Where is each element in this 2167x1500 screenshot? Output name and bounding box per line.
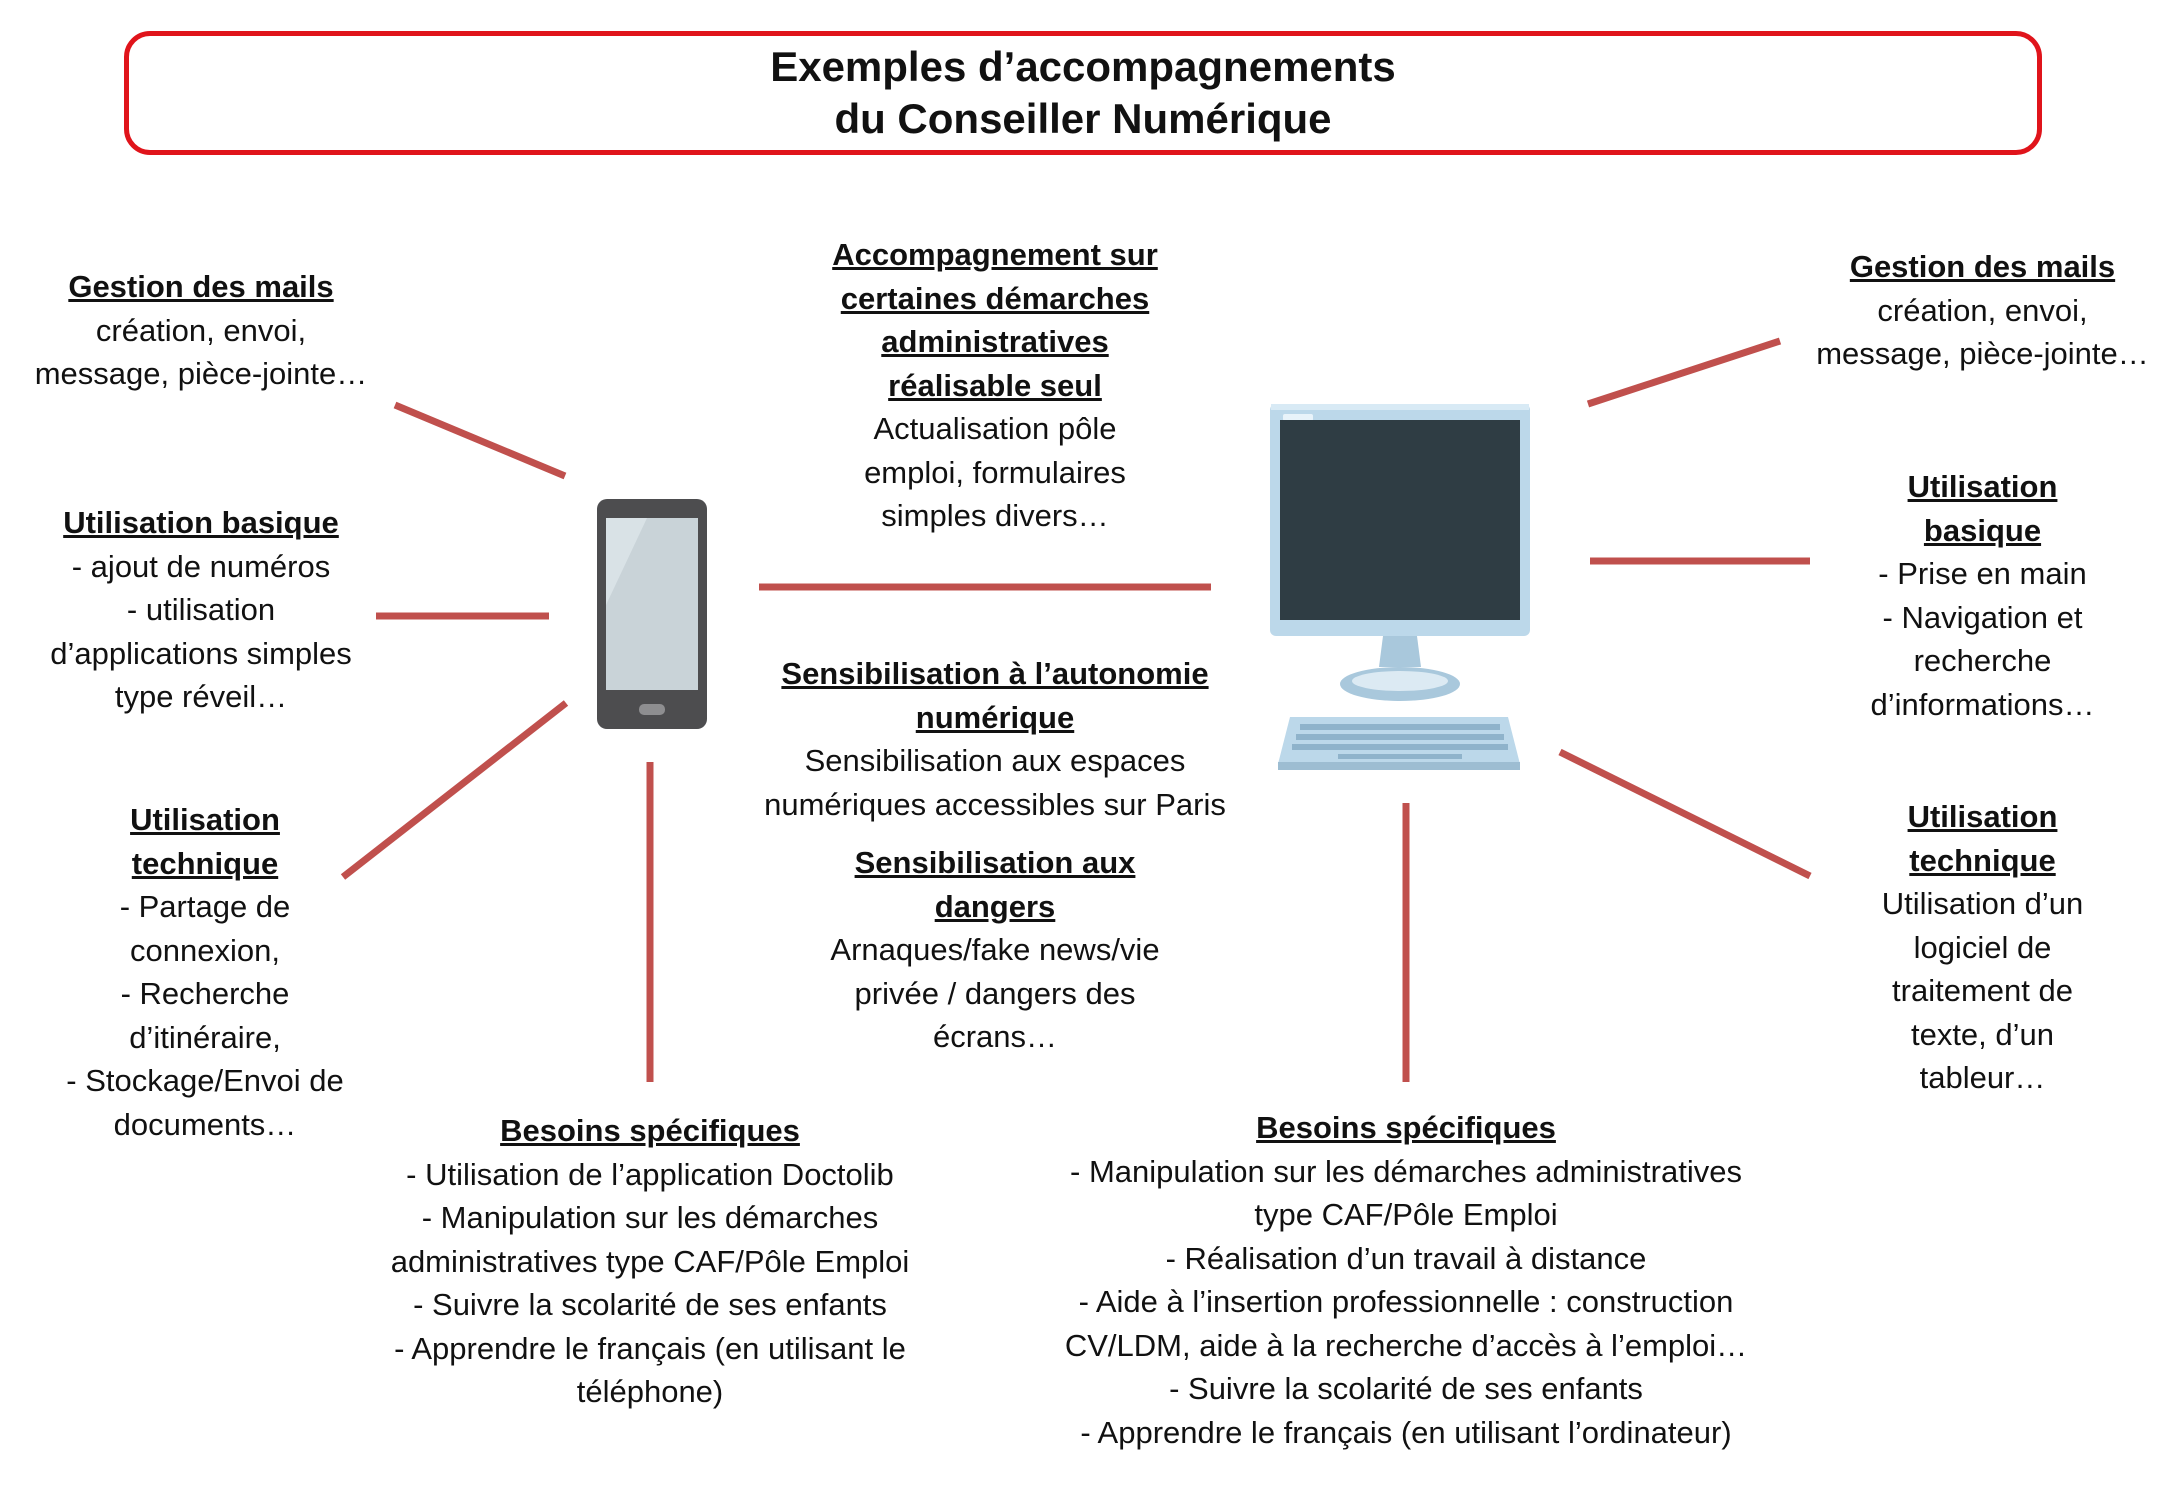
center-dangers-line: privée / dangers des (854, 975, 1136, 1011)
left-basique-block: Utilisation basique - ajout de numéros -… (20, 501, 382, 719)
right-besoins-line: - Manipulation sur les démarches adminis… (1070, 1153, 1742, 1189)
center-dangers-heading: Sensibilisation aux (854, 845, 1136, 880)
center-demarches-heading: réalisable seul (888, 367, 1102, 403)
right-besoins-heading: Besoins spécifiques (1256, 1110, 1556, 1145)
center-dangers-heading: dangers (934, 888, 1056, 924)
center-autonomie-block: Sensibilisation à l’autonomie numérique … (730, 652, 1260, 826)
left-besoins-heading: Besoins spécifiques (500, 1113, 800, 1148)
right-technique-heading: technique (1909, 842, 2056, 878)
right-basique-line: recherche (1913, 643, 2052, 678)
left-basique-line: - utilisation (126, 592, 276, 627)
right-besoins-line: - Réalisation d’un travail à distance (1165, 1240, 1647, 1276)
left-besoins-line: - Apprendre le français (en utilisant le (394, 1330, 906, 1366)
left-technique-heading: technique (131, 845, 279, 881)
left-technique-line: - Partage de (119, 889, 291, 924)
desktop-computer-icon (1270, 404, 1530, 770)
connector-left-technique (340, 700, 569, 880)
left-besoins-line: - Suivre la scolarité de ses enfants (413, 1287, 887, 1322)
center-demarches-line: emploi, formulaires (864, 454, 1126, 490)
center-demarches-line: Actualisation pôle (873, 411, 1117, 446)
left-technique-line: d’itinéraire, (129, 1019, 281, 1055)
right-besoins-line: type CAF/Pôle Emploi (1254, 1197, 1558, 1232)
center-demarches-heading: administratives (881, 324, 1109, 359)
right-technique-heading: Utilisation (1907, 799, 2058, 834)
right-basique-heading: Utilisation (1907, 469, 2058, 504)
right-basique-heading: basique (1923, 512, 2042, 548)
right-besoins-line: - Apprendre le français (en utilisant l’… (1080, 1414, 1732, 1450)
center-autonomie-line: Sensibilisation aux espaces (804, 743, 1186, 778)
right-technique-line: tableur… (1919, 1060, 2046, 1095)
right-mails-line: message, pièce-jointe… (1816, 336, 2149, 371)
left-technique-block: Utilisation technique - Partage de conne… (40, 798, 370, 1146)
title-line-2: du Conseiller Numérique (834, 95, 1332, 142)
right-besoins-block: Besoins spécifiques - Manipulation sur l… (1016, 1106, 1796, 1454)
left-technique-line: connexion, (130, 932, 280, 968)
right-basique-line: - Navigation et (1882, 599, 2083, 635)
right-besoins-line: CV/LDM, aide à la recherche d’accès à l’… (1064, 1327, 1748, 1363)
right-besoins-line: - Aide à l’insertion professionnelle : c… (1078, 1284, 1734, 1319)
left-besoins-line: téléphone) (576, 1374, 724, 1409)
left-technique-heading: Utilisation (130, 802, 280, 837)
center-dangers-line: Arnaques/fake news/vie (830, 932, 1160, 967)
right-technique-line: texte, d’un (1910, 1016, 2055, 1052)
right-basique-line: d’informations… (1870, 686, 2095, 722)
center-demarches-heading: certaines démarches (840, 280, 1150, 316)
connector-right-mails (1586, 337, 1782, 408)
right-mails-line: création, envoi, (1877, 292, 2088, 328)
left-technique-line: - Recherche (120, 976, 290, 1011)
center-autonomie-heading: Sensibilisation à l’autonomie (781, 656, 1209, 691)
right-technique-line: logiciel de (1913, 929, 2052, 965)
left-besoins-line: - Utilisation de l’application Doctolib (406, 1156, 894, 1192)
right-mails-block: Gestion des mails création, envoi, messa… (1800, 245, 2165, 376)
title-box: Exemples d’accompagnements du Conseiller… (124, 31, 2042, 155)
title-line-1: Exemples d’accompagnements (770, 43, 1396, 90)
connector-right-technique (1558, 748, 1812, 880)
left-mails-line: message, pièce-jointe… (34, 356, 368, 391)
right-besoins-line: - Suivre la scolarité de ses enfants (1169, 1371, 1643, 1406)
center-autonomie-heading: numérique (915, 699, 1075, 735)
left-besoins-line: - Manipulation sur les démarches (421, 1200, 879, 1235)
center-demarches-block: Accompagnement sur certaines démarches a… (760, 233, 1230, 538)
left-besoins-block: Besoins spécifiques - Utilisation de l’a… (350, 1109, 950, 1414)
center-dangers-line: écrans… (932, 1019, 1058, 1054)
right-technique-block: Utilisation technique Utilisation d’un l… (1830, 795, 2135, 1100)
right-basique-line: - Prise en main (1878, 556, 2087, 591)
left-mails-line: création, envoi, (95, 312, 307, 348)
left-basique-line: - ajout de numéros (71, 548, 331, 584)
center-autonomie-line: numériques accessibles sur Paris (764, 786, 1226, 822)
right-technique-line: Utilisation d’un (1881, 886, 2084, 921)
left-technique-line: - Stockage/Envoi de (66, 1063, 344, 1098)
smartphone-icon (597, 499, 707, 729)
center-dangers-block: Sensibilisation aux dangers Arnaques/fak… (760, 841, 1230, 1059)
right-basique-block: Utilisation basique - Prise en main - Na… (1830, 465, 2135, 726)
right-mails-heading: Gestion des mails (1849, 249, 2116, 284)
left-basique-line: d’applications simples (50, 635, 352, 671)
center-demarches-line: simples divers… (881, 498, 1109, 533)
left-basique-heading: Utilisation basique (63, 505, 339, 540)
center-demarches-heading: Accompagnement sur (832, 237, 1158, 272)
left-mails-heading: Gestion des mails (68, 269, 334, 304)
left-basique-line: type réveil… (114, 679, 288, 714)
connector-left-mails (393, 401, 567, 480)
left-technique-line: documents… (113, 1106, 297, 1142)
left-mails-block: Gestion des mails création, envoi, messa… (20, 265, 382, 396)
right-technique-line: traitement de (1892, 973, 2073, 1008)
left-besoins-line: administratives type CAF/Pôle Emploi (390, 1243, 910, 1279)
